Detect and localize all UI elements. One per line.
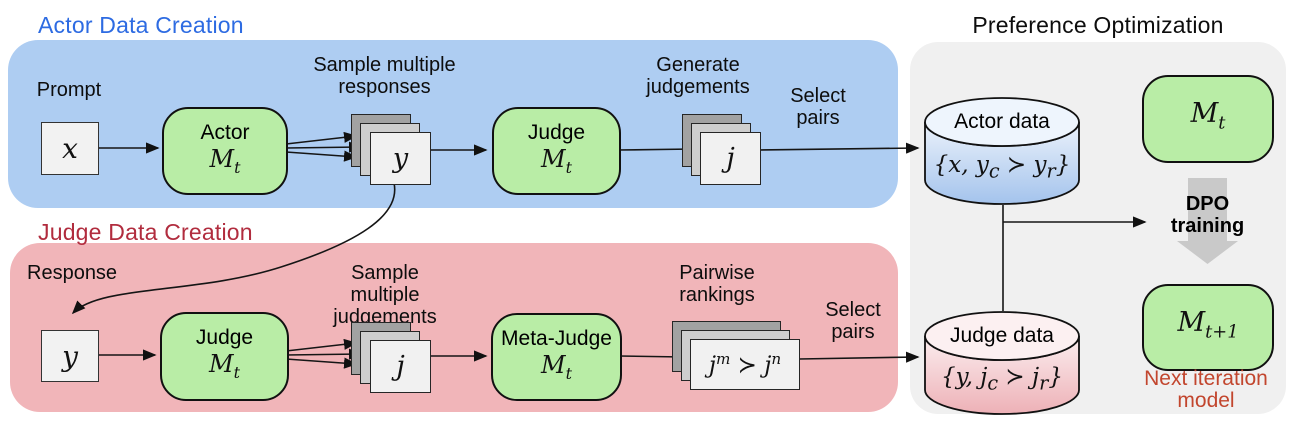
- x-symbol: x: [62, 132, 78, 165]
- meta-judge-box-model: Mt: [541, 350, 572, 383]
- prompt-label: Prompt: [36, 79, 102, 101]
- actor-section-title: Actor Data Creation: [38, 12, 244, 38]
- judge-box-name: Judge: [527, 120, 586, 144]
- judge-data-formula: {y, jc ≻ jr}: [941, 364, 1063, 395]
- arrow-y-to-response: [71, 182, 396, 315]
- arrow-judge-fan-3: [285, 357, 358, 369]
- response-label: Response: [27, 262, 118, 284]
- meta-judge-model-box: Meta-Judge Mt: [491, 313, 622, 401]
- actor-data-formula: {x, yc ≻ yr}: [933, 152, 1071, 183]
- actor-data-title: Actor data: [954, 110, 1050, 133]
- response-card-front: y: [370, 132, 431, 185]
- arrow-rankings-to-judge-data: [798, 351, 920, 363]
- judge-model-box-bottom: Judge Mt: [160, 312, 289, 401]
- arrow-actor-fan-1: [285, 131, 358, 145]
- actor-box-name: Actor: [200, 120, 250, 144]
- arrow-judge-fan-1: [285, 338, 358, 352]
- ranking-formula: jm ≻ jn: [708, 350, 782, 379]
- judgement-b-card-front: j: [370, 340, 431, 393]
- arrow-judge-fan-2: [285, 348, 363, 360]
- judge-section-title: Judge Data Creation: [38, 219, 253, 245]
- meta-judge-box-name: Meta-Judge: [501, 326, 612, 350]
- judgement-card-front: j: [700, 132, 761, 185]
- actor-box-model: Mt: [209, 144, 241, 177]
- j-symbol-bottom: j: [396, 351, 405, 382]
- arrow-judge-to-j: [617, 143, 696, 155]
- judge-bottom-box-name: Judge: [195, 326, 254, 350]
- actor-data-cylinder: [924, 97, 1080, 205]
- prompt-x-box: x: [41, 122, 99, 175]
- y-symbol-bottom: y: [62, 339, 78, 373]
- model-t1-box: Mt+1: [1142, 284, 1274, 371]
- model-t1-symbol: Mt+1: [1177, 306, 1239, 343]
- judge-model-box-top: Judge Mt: [492, 107, 621, 195]
- response-y-box: y: [41, 330, 99, 382]
- preference-section-title: Preference Optimization: [972, 12, 1224, 38]
- arrow-actor-fan-2: [285, 141, 363, 153]
- y-symbol: y: [392, 143, 409, 174]
- arrow-actor-fan-3: [285, 150, 358, 162]
- arrow-j-to-actor-data: [758, 142, 920, 154]
- judge-bottom-box-model: Mt: [209, 350, 240, 382]
- j-symbol: j: [726, 143, 735, 174]
- dpo-block-arrow: [1177, 178, 1238, 264]
- ranking-card-front: jm ≻ jn: [690, 339, 800, 390]
- judge-box-model: Mt: [541, 144, 572, 177]
- judge-data-cylinder: [924, 311, 1080, 415]
- model-t-box: Mt: [1142, 75, 1274, 163]
- actor-model-box: Actor Mt: [162, 107, 288, 195]
- judge-data-title: Judge data: [950, 324, 1054, 347]
- model-t-symbol: Mt: [1190, 98, 1226, 134]
